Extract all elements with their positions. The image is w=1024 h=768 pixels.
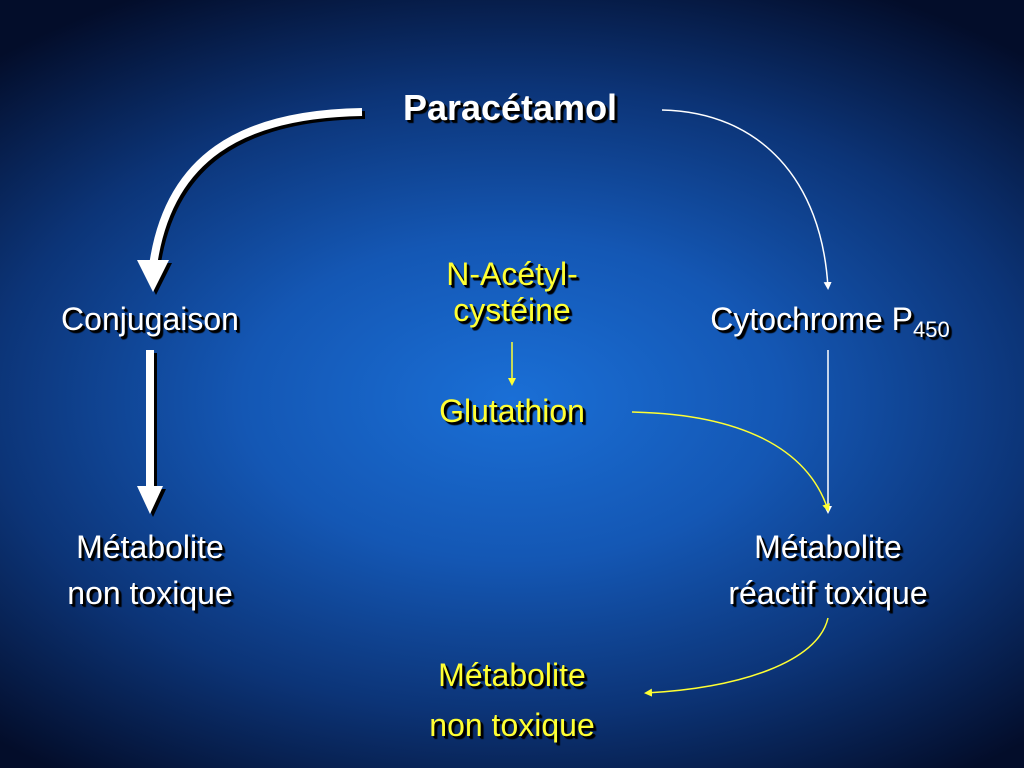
node-metabolite-reactif-line2: réactif toxique bbox=[728, 575, 928, 611]
node-n-acetyl-cysteine: N-Acétyl- cystéine bbox=[392, 256, 632, 328]
node-paracetamol-label: Paracétamol bbox=[402, 87, 618, 128]
arrow-metabolite-to-nontoxic bbox=[644, 617, 829, 697]
node-metabolite-bottom-line1: Métabolite bbox=[438, 657, 586, 693]
node-paracetamol: Paracétamol bbox=[340, 86, 680, 129]
node-cytochrome-subscript: 450 bbox=[913, 317, 950, 342]
node-metabolite-non-toxique-bottom: Métabolite non toxique bbox=[382, 650, 642, 750]
node-metabolite-left-line2: non toxique bbox=[67, 575, 233, 611]
arrow-conjugaison-to-metabolite bbox=[137, 350, 166, 517]
node-glutathion: Glutathion bbox=[392, 392, 632, 430]
node-metabolite-left-line1: Métabolite bbox=[76, 529, 224, 565]
node-metabolite-bottom-line2: non toxique bbox=[429, 707, 595, 743]
node-metabolite-non-toxique-left: Métabolite non toxique bbox=[20, 524, 280, 616]
node-metabolite-reactif-line1: Métabolite bbox=[754, 529, 902, 565]
node-cytochrome: Cytochrome P450 bbox=[660, 300, 1000, 341]
arrow-paracetamol-to-cytochrome bbox=[661, 109, 832, 290]
node-cytochrome-label: Cytochrome P bbox=[710, 301, 913, 337]
arrow-paracetamol-to-conjugaison bbox=[137, 108, 366, 295]
node-conjugaison-label: Conjugaison bbox=[61, 301, 239, 337]
node-metabolite-reactif-toxique: Métabolite réactif toxique bbox=[668, 524, 988, 616]
arrow-glutathion-to-metabolite bbox=[631, 411, 830, 512]
node-nac-line2: cystéine bbox=[453, 292, 571, 328]
node-conjugaison: Conjugaison bbox=[20, 300, 280, 338]
node-glutathion-label: Glutathion bbox=[439, 393, 585, 429]
node-nac-line1: N-Acétyl- bbox=[446, 256, 578, 292]
